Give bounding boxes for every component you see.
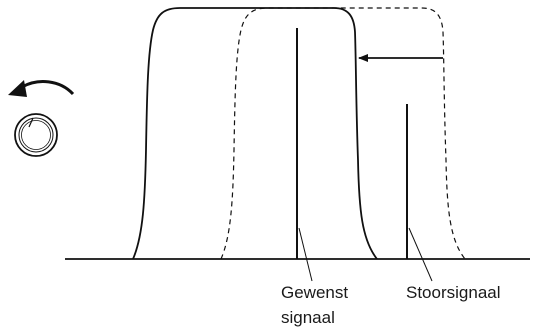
wanted-signal-leader xyxy=(298,227,313,282)
wanted-signal-label-line1: Gewenst xyxy=(281,283,349,302)
counterclockwise-arrow-icon xyxy=(8,80,75,97)
passband-curve xyxy=(132,7,378,260)
wanted-signal-label-line2: signaal xyxy=(281,308,335,327)
rotary-knob-icon xyxy=(14,113,58,157)
shifted-passband-curve xyxy=(220,7,466,260)
wanted-signal-label: Gewenst signaal xyxy=(281,282,348,328)
interfering-signal-leader xyxy=(408,227,433,282)
interfering-signal-label: Stoorsignaal xyxy=(406,283,501,302)
